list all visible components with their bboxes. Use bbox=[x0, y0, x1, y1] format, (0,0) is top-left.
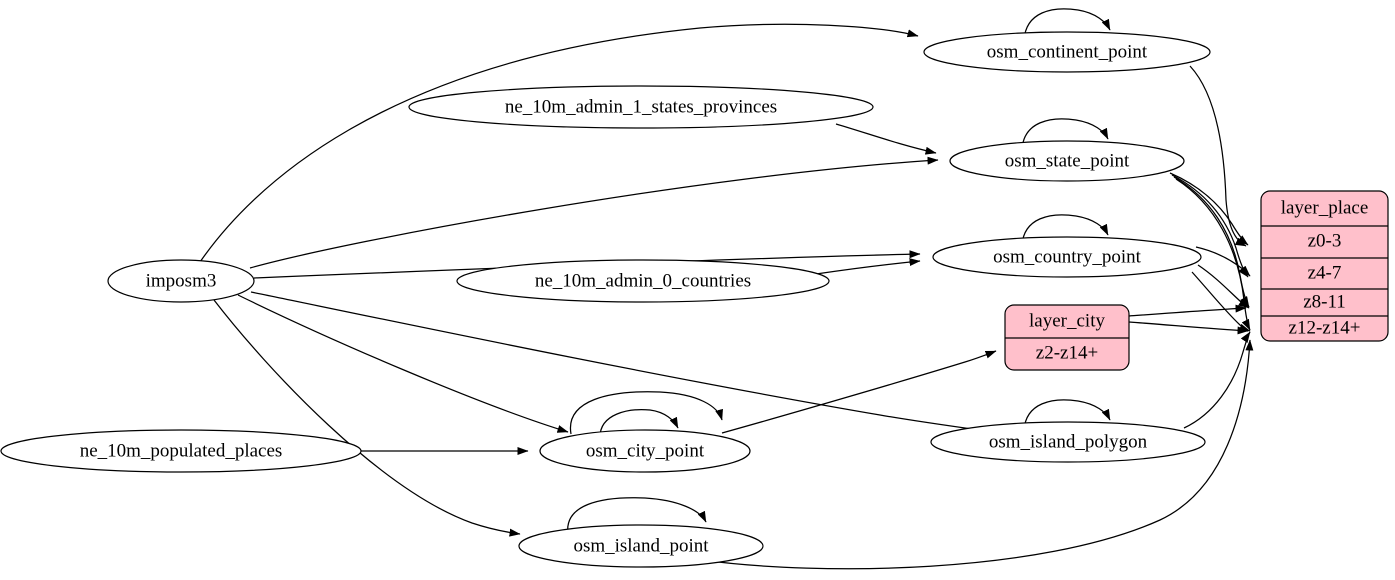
selfloop-osm_city_point-outer bbox=[569, 391, 723, 435]
node-osm_city_point[interactable]: osm_city_point bbox=[539, 429, 751, 473]
edge-osm_city_point-layer_city bbox=[721, 350, 997, 434]
layer_place-title: layer_place bbox=[1281, 197, 1369, 218]
edge-imposm3-osm_island_point bbox=[213, 299, 521, 537]
edge-osm_island_polygon-layer_place-z12-z14 bbox=[1183, 331, 1251, 429]
edge-imposm3-osm_island_polygon bbox=[250, 291, 1001, 436]
edge-osm_state_point-layer_place-z12-z14 bbox=[1175, 178, 1251, 331]
edge-osm_country_point-layer_place-z8-11 bbox=[1197, 264, 1250, 309]
node-osm_city_point-label: osm_city_point bbox=[586, 440, 705, 461]
layer_place-row-z4-7[interactable]: z4-7 bbox=[1308, 262, 1342, 283]
selfloop-osm_state_point bbox=[1021, 118, 1109, 150]
edge-layer_city-layer_place-z12-z14 bbox=[1128, 321, 1249, 335]
node-osm_island_point[interactable]: osm_island_point bbox=[518, 524, 764, 568]
edge-imposm3-osm_continent_point bbox=[199, 23, 919, 263]
node-imposm3[interactable]: imposm3 bbox=[107, 259, 255, 303]
node-ne_10m_admin_1_states_provinces[interactable]: ne_10m_admin_1_states_provinces bbox=[408, 85, 874, 129]
node-osm_island_polygon-label: osm_island_polygon bbox=[989, 431, 1148, 452]
node-osm_island_point-label: osm_island_point bbox=[573, 535, 709, 556]
edge-ne1-osm_state_point bbox=[835, 123, 937, 155]
selfloop-osm_island_point bbox=[567, 497, 707, 535]
edge-osm_state_point-layer_place-z8-11 bbox=[1173, 176, 1250, 308]
record-node-layer_city[interactable]: layer_city z2-z14+ bbox=[1004, 304, 1130, 371]
node-ne_10m_admin_1_states_provinces-label: ne_10m_admin_1_states_provinces bbox=[505, 96, 777, 117]
edge-osm_country_point-layer_place-z4-7 bbox=[1195, 246, 1251, 277]
record-node-layer_place[interactable]: layer_place z0-3 z4-7 z8-11 z12-z14+ bbox=[1260, 190, 1389, 342]
node-osm_continent_point[interactable]: osm_continent_point bbox=[923, 31, 1211, 73]
node-osm_state_point-label: osm_state_point bbox=[1005, 150, 1130, 171]
edge-osm_state_point-layer_place-z0-3 bbox=[1169, 172, 1249, 246]
edge-imposm3-osm_city_point bbox=[237, 294, 569, 433]
layer_city-row-z2-z14[interactable]: z2-z14+ bbox=[1036, 342, 1098, 363]
layer_place-row-z8-11[interactable]: z8-11 bbox=[1303, 291, 1346, 312]
node-ne_10m_admin_0_countries-label: ne_10m_admin_0_countries bbox=[535, 270, 751, 291]
edge-ne0-osm_country_point bbox=[815, 258, 921, 275]
edge-osm_continent_point-layer_place-z0-3 bbox=[1189, 65, 1247, 247]
edge-osm_island_point-layer_place-z12-z14 bbox=[701, 339, 1254, 570]
node-ne_10m_populated_places[interactable]: ne_10m_populated_places bbox=[0, 429, 362, 473]
selfloop-osm_country_point bbox=[1021, 214, 1109, 246]
node-osm_island_polygon[interactable]: osm_island_polygon bbox=[930, 421, 1206, 463]
selfloop-osm_island_polygon bbox=[1023, 399, 1111, 431]
node-ne_10m_populated_places-label: ne_10m_populated_places bbox=[80, 440, 283, 461]
layer_place-row-z0-3[interactable]: z0-3 bbox=[1308, 230, 1342, 251]
node-osm_continent_point-label: osm_continent_point bbox=[987, 41, 1148, 62]
edge-layer_city-layer_place-z8-11 bbox=[1128, 304, 1247, 317]
node-osm_state_point[interactable]: osm_state_point bbox=[949, 140, 1185, 182]
selfloop-osm_continent_point bbox=[1023, 8, 1111, 41]
node-imposm3-label: imposm3 bbox=[146, 270, 217, 291]
node-ne_10m_admin_0_countries[interactable]: ne_10m_admin_0_countries bbox=[456, 259, 830, 303]
edge-layer bbox=[199, 8, 1254, 570]
edge-imposm3-osm_state_point bbox=[249, 156, 939, 269]
node-layer: imposm3 ne_10m_admin_1_states_provinces … bbox=[0, 31, 1389, 568]
selfloop-osm_city_point-inner bbox=[599, 409, 679, 438]
node-osm_country_point-label: osm_country_point bbox=[993, 246, 1141, 267]
layer_place-row-z12-z14[interactable]: z12-z14+ bbox=[1289, 317, 1361, 338]
layer_city-title: layer_city bbox=[1029, 310, 1105, 331]
node-osm_country_point[interactable]: osm_country_point bbox=[932, 236, 1202, 278]
